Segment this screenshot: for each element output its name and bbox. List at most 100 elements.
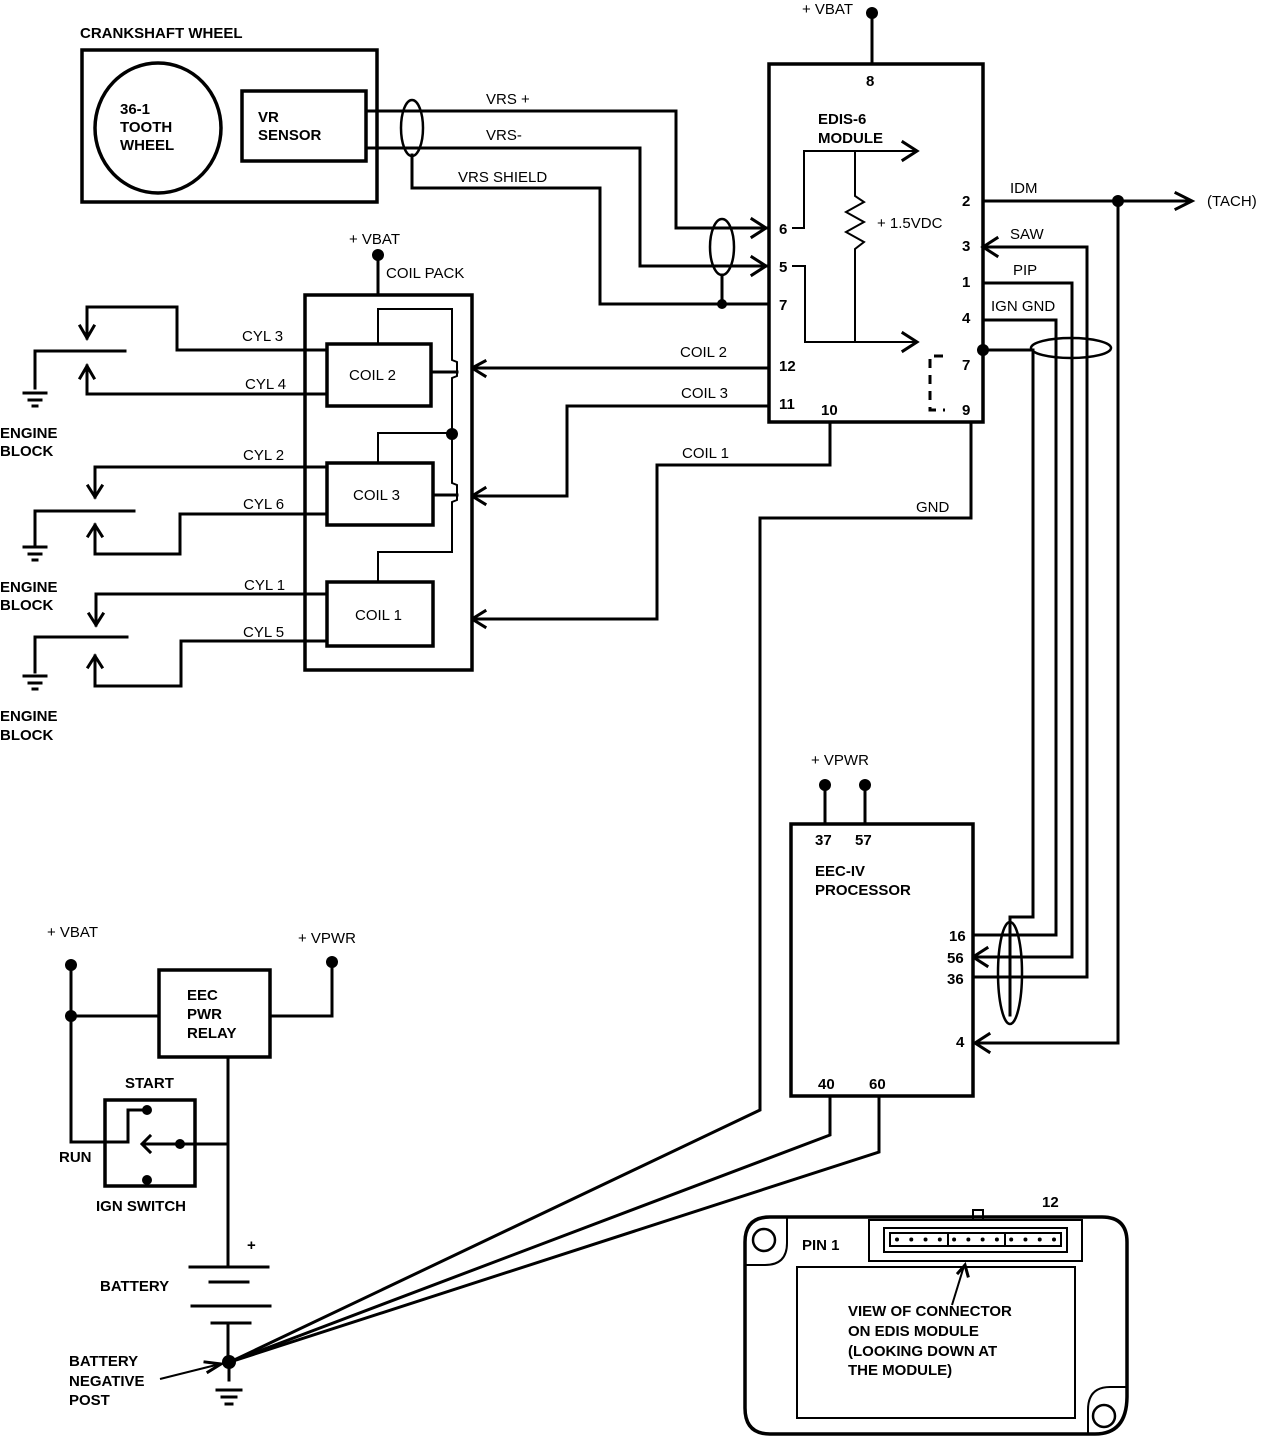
edis-pin-6: 6	[779, 221, 787, 238]
relay-to-vpwr-wire	[268, 960, 334, 1018]
eec-supply-wires	[823, 783, 867, 826]
neg-post-label-3: POST	[69, 1392, 110, 1409]
arrow-saw	[980, 235, 1000, 259]
coil1-drive-wire	[470, 420, 832, 621]
off-contact	[142, 1175, 152, 1185]
internal-arrow-bottom	[900, 330, 920, 354]
saw-wire	[971, 245, 1089, 979]
ground-label-2b: BLOCK	[0, 597, 53, 614]
ground-label-1b: BLOCK	[0, 443, 53, 460]
idm-label: IDM	[1010, 180, 1038, 197]
signal-wires: IDM (TACH) SAW PIP IGN GND GND	[228, 180, 1257, 1364]
relay-label-2: PWR	[187, 1006, 222, 1023]
switch-wiper-arrow	[139, 1133, 153, 1155]
cyl4-wire	[85, 364, 329, 396]
ground-icon	[22, 391, 48, 408]
coil-bus-2	[377, 432, 458, 582]
gnd-label: GND	[916, 499, 950, 516]
edis-pin-4: 4	[962, 310, 971, 327]
edis-pin-10: 10	[821, 402, 838, 419]
cyl3-label: CYL 3	[242, 328, 283, 345]
connector-pin-row	[889, 1232, 1062, 1247]
vr-sensor-label-1: VR	[258, 109, 279, 126]
power-circuit-group: + VBAT + VPWR EEC PWR RELAY START RUN IG…	[47, 924, 356, 1409]
coil-3-label: COIL 3	[353, 487, 400, 504]
tooth-wheel-label-1: 36-1	[120, 101, 150, 118]
coil1-drive-label: COIL 1	[682, 445, 729, 462]
mount-corner-br	[1087, 1386, 1127, 1434]
coil-pack-group: + VBAT COIL PACK COIL 2 COIL 3 COIL 1 CY…	[0, 231, 474, 744]
connector-pin	[952, 1237, 957, 1242]
ign-switch-label: IGN SWITCH	[96, 1198, 186, 1215]
vrs-shield-label: VRS SHIELD	[458, 169, 547, 186]
connector-dividers	[947, 1233, 1006, 1246]
bias-resistor	[843, 151, 867, 342]
edis-pin-2: 2	[962, 193, 970, 210]
edis-pin-5: 5	[779, 259, 787, 276]
coil-pack-supply-label: + VBAT	[349, 231, 400, 248]
vrs-minus-label: VRS-	[486, 127, 522, 144]
internal-jumper	[928, 354, 945, 412]
arrow-eec-pin4	[972, 1031, 992, 1055]
power-vpwr-label: + VPWR	[298, 930, 356, 947]
chassis-ground-icon	[215, 1388, 243, 1406]
cyl4-label: CYL 4	[245, 376, 286, 393]
edis-module-group: + VBAT 8 EDIS-6 MODULE + 1.5VDC 6 5 7 12…	[767, 1, 985, 424]
module-label-plate	[796, 1266, 1076, 1419]
pin12-label: 12	[1042, 1194, 1059, 1211]
cyl6-wire	[93, 512, 329, 556]
vr-sensor	[240, 89, 368, 163]
connector-view-group: PIN 1 12 VIEW OF CONNECTOR ON EDIS MODUL…	[743, 1194, 1129, 1436]
coil3-drive-label: COIL 3	[681, 385, 728, 402]
connector-pin	[994, 1237, 999, 1242]
cyl5-label: CYL 5	[243, 624, 284, 641]
edis-module-box	[767, 62, 985, 424]
cyl2-label: CYL 2	[243, 447, 284, 464]
connector-pointer-arrow	[955, 1261, 970, 1278]
edis-pin-12: 12	[779, 358, 796, 375]
connector-pin	[1009, 1237, 1014, 1242]
eec-pin-40: 40	[818, 1076, 835, 1093]
spark-gap-1	[33, 349, 127, 390]
edis-pin-1: 1	[962, 274, 970, 291]
connector-pointer	[951, 1265, 965, 1306]
eec-pin-36: 36	[947, 971, 964, 988]
eec-title-2: PROCESSOR	[815, 882, 911, 899]
eec-pin-16: 16	[949, 928, 966, 945]
ign-gnd-wire	[971, 318, 1058, 937]
vrs-wires: VRS + VRS- VRS SHIELD	[364, 91, 770, 309]
coil-1	[325, 580, 435, 648]
cyl3-wire	[85, 305, 329, 352]
eec-processor-group: + VPWR 37 57 EEC-IV PROCESSOR 16 56 36 4…	[228, 752, 975, 1364]
edis-title-1: EDIS-6	[818, 111, 866, 128]
gnd-wire	[228, 420, 973, 1364]
caption-line-4: THE MODULE)	[848, 1362, 952, 1379]
shield-ground-wire	[981, 348, 1035, 1017]
cyl6-label: CYL 6	[243, 496, 284, 513]
ground-icon	[22, 674, 48, 691]
connector-pin	[1052, 1237, 1056, 1242]
eec-power-relay	[157, 968, 272, 1059]
connector-pin	[909, 1237, 914, 1242]
neg-post-pointer-arrow	[203, 1360, 226, 1375]
internal-wire-bottom	[792, 265, 917, 343]
caption-line-3: (LOOKING DOWN AT	[848, 1343, 997, 1360]
eec-pin-4: 4	[956, 1034, 965, 1051]
edis-pin-11: 11	[779, 396, 795, 413]
crankshaft-wheel-group: CRANKSHAFT WHEEL 36-1 TOOTH WHEEL VR SEN…	[80, 25, 379, 204]
signal-shield-twist-2	[996, 920, 1024, 1026]
ground-icon	[22, 545, 48, 562]
battery-plus-label: +	[247, 1237, 256, 1254]
tooth-wheel	[93, 61, 223, 195]
spark-gap-3	[33, 635, 129, 674]
cyl1-arrow	[86, 611, 106, 628]
connector-pin	[937, 1237, 942, 1242]
battery-label: BATTERY	[100, 1278, 169, 1295]
eec-pin-60: 60	[869, 1076, 886, 1093]
bias-voltage-label: + 1.5VDC	[877, 215, 943, 232]
ground-label-3a: ENGINE	[0, 708, 58, 725]
vrs-shield-wire	[410, 153, 770, 306]
mount-corner-tl	[745, 1217, 788, 1266]
connector-pin	[980, 1237, 985, 1242]
coil-drive-wires: COIL 2 COIL 3 COIL 1	[468, 344, 832, 630]
